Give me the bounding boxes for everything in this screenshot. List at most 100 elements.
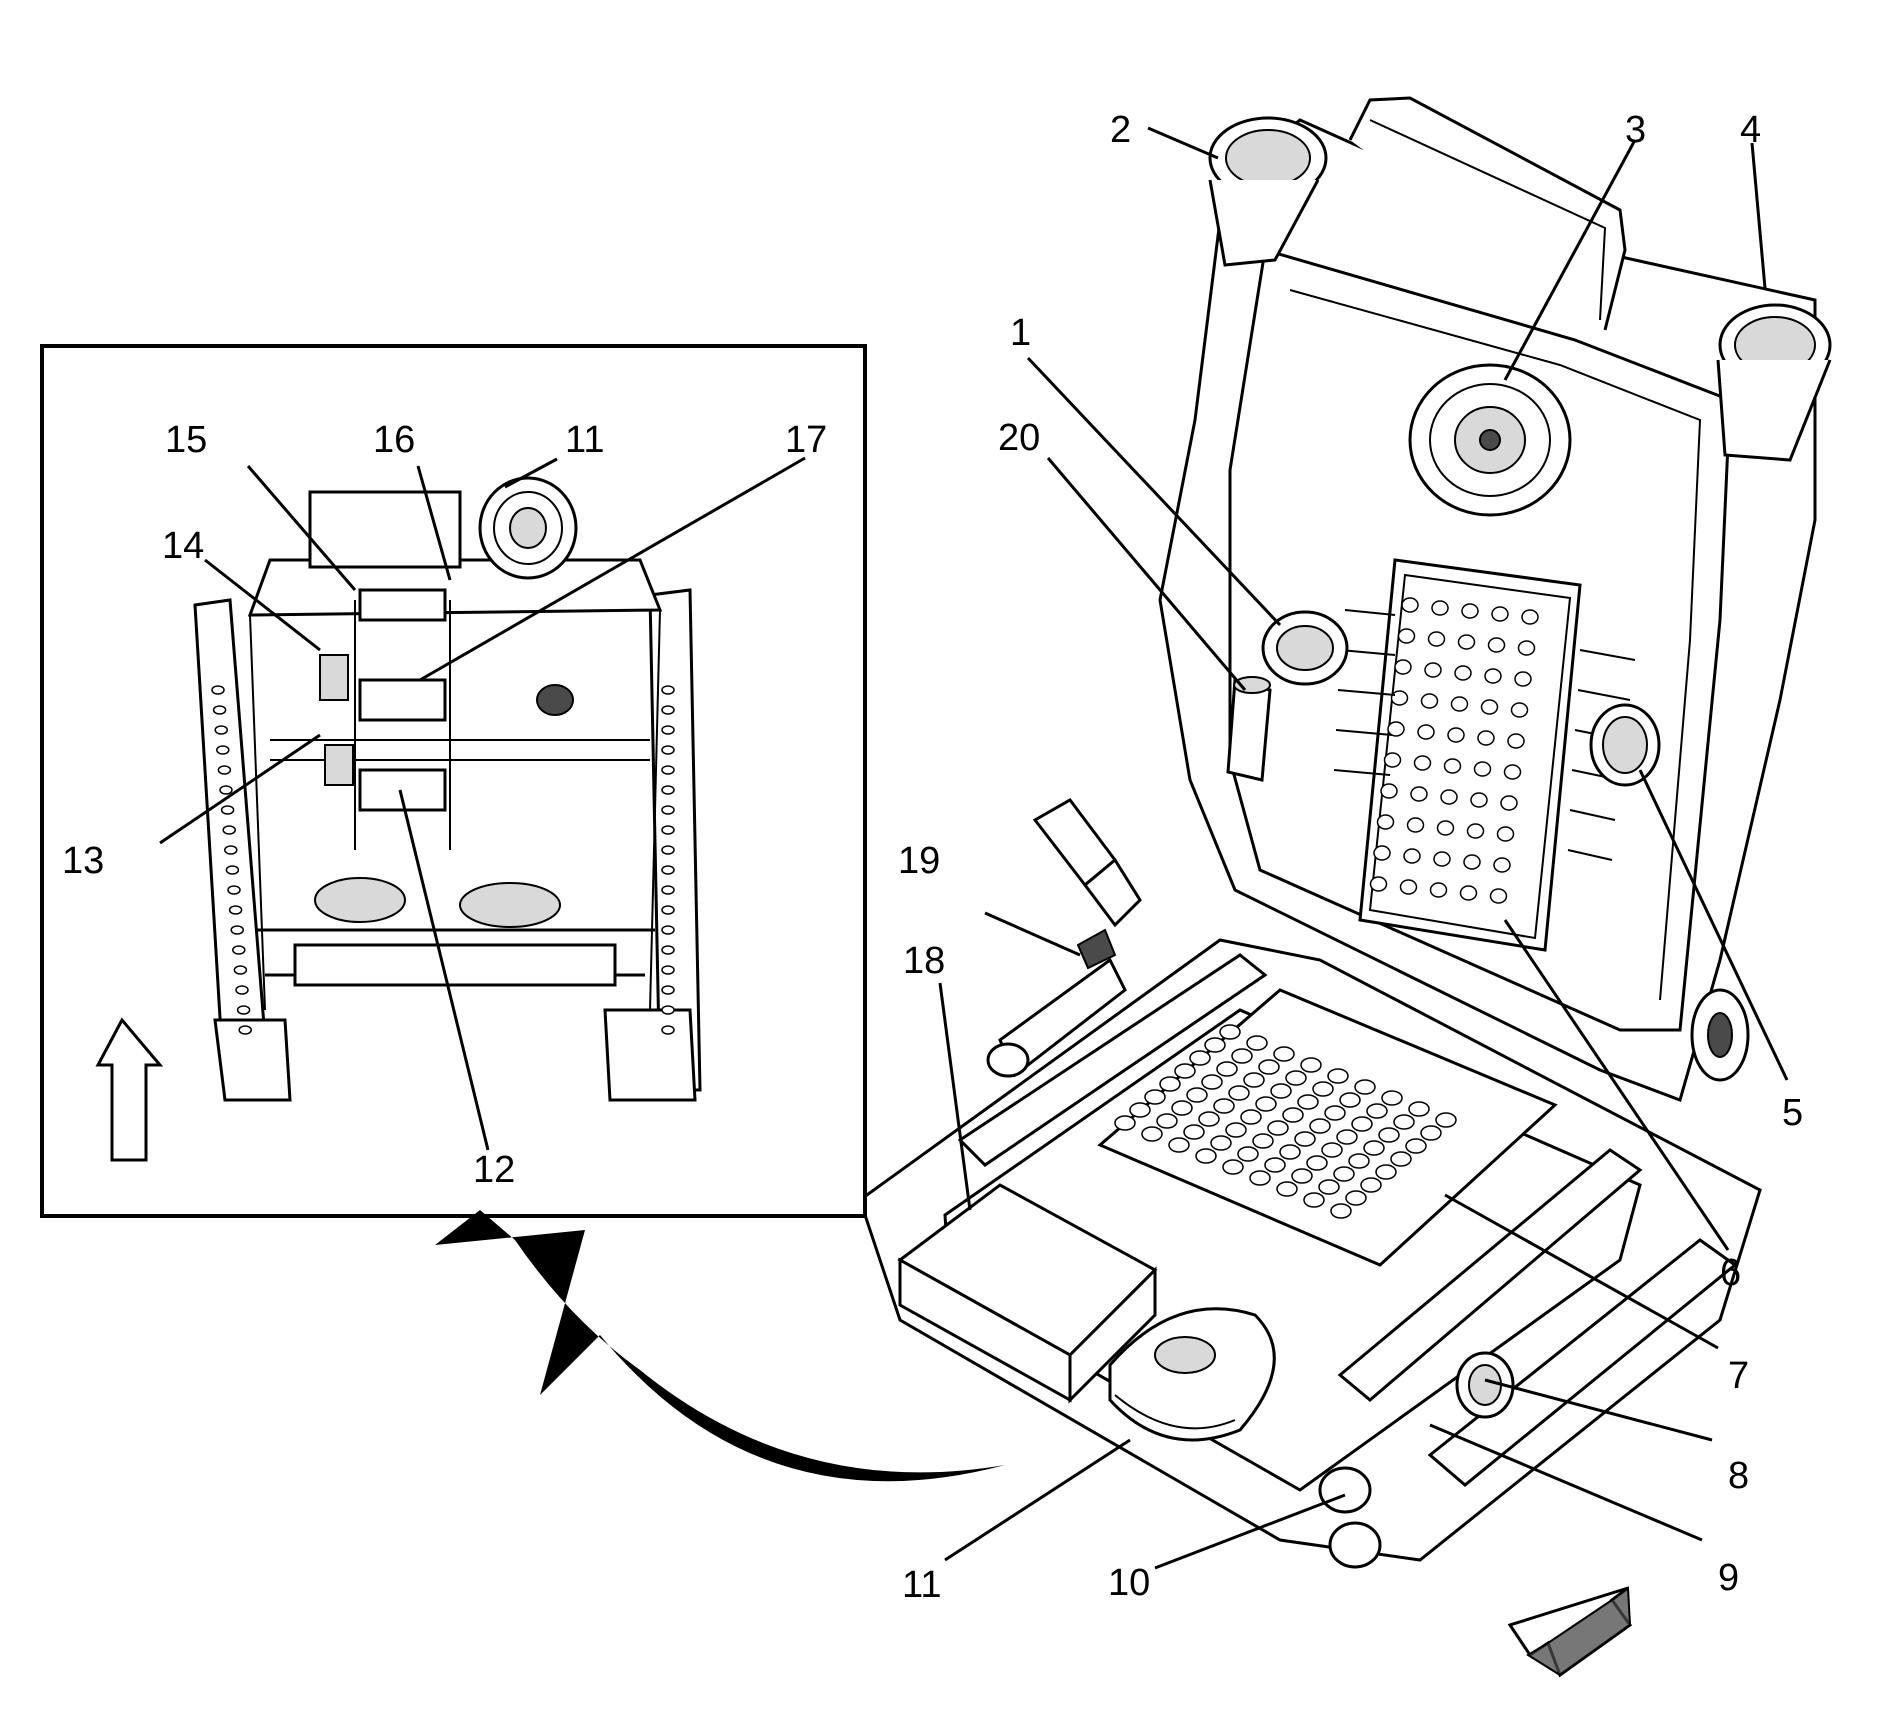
perforation-hole <box>1440 789 1458 805</box>
perforation-hole <box>1360 1177 1382 1193</box>
perforation-hole <box>1258 1059 1280 1075</box>
recliner-mechanism <box>1690 988 1750 1082</box>
perforation-hole <box>661 965 675 975</box>
perforation-hole <box>661 885 675 895</box>
perforation-hole <box>661 925 675 935</box>
perforation-hole <box>1433 851 1451 867</box>
perforation-hole <box>233 965 248 975</box>
perforation-hole <box>227 885 241 895</box>
perforation-hole <box>1318 1179 1340 1195</box>
perforation-hole <box>661 825 675 835</box>
perforation-hole <box>1378 1127 1400 1143</box>
perforation-hole <box>1285 1070 1307 1086</box>
perforation-hole <box>661 905 675 915</box>
perforation-hole <box>1394 659 1412 675</box>
perforation-hole <box>661 845 675 855</box>
inset-motor-middle <box>358 678 447 722</box>
perforation-hole <box>1435 1112 1457 1128</box>
leader-lines <box>159 126 1789 1570</box>
perforation-hole <box>1500 795 1518 811</box>
seat-cushion-blower-fan <box>1108 1307 1276 1442</box>
perforation-hole <box>1345 1190 1367 1206</box>
callout-8: 8 <box>1728 1455 1749 1497</box>
perforation-hole <box>214 725 228 735</box>
perforation-hole <box>1267 1120 1289 1136</box>
seat-mat-perforations <box>1114 1024 1457 1219</box>
perforation-hole <box>1363 1140 1385 1156</box>
perforation-hole <box>1408 1101 1430 1117</box>
seatback-actuator <box>1226 676 1272 782</box>
perforation-hole <box>1249 1170 1271 1186</box>
perforation-hole <box>1401 597 1419 613</box>
perforation-hole <box>1297 1094 1319 1110</box>
perforation-hole <box>1383 752 1402 768</box>
perforation-hole <box>1406 817 1425 833</box>
perforation-hole <box>1410 786 1428 802</box>
perforation-hole <box>1144 1089 1166 1105</box>
callout-11-inset: 11 <box>565 419 604 461</box>
inset-switch-lower <box>324 744 354 786</box>
perforation-hole <box>1431 600 1449 616</box>
seat-cushion-frame <box>858 938 1762 1562</box>
perforation-hole <box>1450 696 1469 712</box>
callout-1: 1 <box>1010 312 1031 354</box>
perforation-hole <box>222 825 236 835</box>
perforation-hole <box>1219 1024 1241 1040</box>
perforation-hole <box>1521 609 1539 625</box>
perforation-hole <box>235 985 249 995</box>
perforation-hole <box>1246 1035 1268 1051</box>
perforation-hole <box>236 1005 251 1015</box>
perforation-hole <box>661 1025 675 1035</box>
perforation-hole <box>1351 1116 1373 1132</box>
perforation-hole <box>661 985 675 995</box>
callout-2: 2 <box>1110 109 1131 151</box>
callout-20: 20 <box>998 417 1040 459</box>
perforation-hole <box>1413 755 1432 771</box>
callout-9: 9 <box>1718 1557 1739 1599</box>
inset-control-module <box>308 490 462 569</box>
perforation-hole <box>1466 823 1485 839</box>
perforation-hole <box>1477 730 1495 746</box>
perforation-hole <box>661 745 675 755</box>
perforation-hole <box>1114 1115 1136 1131</box>
perforation-hole <box>1309 1118 1331 1134</box>
perforation-hole <box>1255 1096 1277 1112</box>
perforation-hole <box>1436 820 1455 836</box>
perforation-hole <box>212 705 227 715</box>
perforation-hole <box>1237 1146 1259 1162</box>
perforation-hole <box>1420 1125 1442 1141</box>
perforation-hole <box>1225 1122 1247 1138</box>
inset-switch-upper <box>319 654 349 701</box>
perforation-hole <box>1366 1103 1388 1119</box>
perforation-hole <box>1397 628 1416 644</box>
callout-16: 16 <box>373 419 415 461</box>
up-arrow-icon <box>95 1017 164 1162</box>
perforation-hole <box>1171 1100 1193 1116</box>
perforation-hole <box>1489 888 1508 904</box>
perforation-hole <box>1373 845 1391 861</box>
perforation-hole <box>224 845 238 855</box>
perforation-hole <box>1503 764 1522 780</box>
perforation-hole <box>1336 1129 1358 1145</box>
perforation-hole <box>1420 693 1439 709</box>
perforation-hole <box>1493 857 1511 873</box>
perforation-hole <box>1321 1142 1343 1158</box>
perforation-hole <box>1216 1061 1238 1077</box>
perforation-hole <box>1480 699 1499 715</box>
perforation-hole <box>661 725 675 735</box>
perforation-hole <box>1279 1144 1301 1160</box>
perforation-hole <box>1354 1079 1376 1095</box>
callout-5: 5 <box>1782 1092 1803 1134</box>
perforation-hole <box>1291 1168 1313 1184</box>
perforation-hole <box>1429 882 1448 898</box>
perforation-hole <box>1461 603 1479 619</box>
perforation-hole <box>232 945 246 955</box>
seatback-blower-fan <box>1408 363 1572 517</box>
callout-12: 12 <box>473 1149 515 1191</box>
perforation-hole <box>1189 1050 1211 1066</box>
callout-14: 14 <box>162 525 204 567</box>
perforation-hole <box>1454 665 1472 681</box>
perforation-hole <box>1491 606 1509 622</box>
callout-4: 4 <box>1740 109 1761 151</box>
